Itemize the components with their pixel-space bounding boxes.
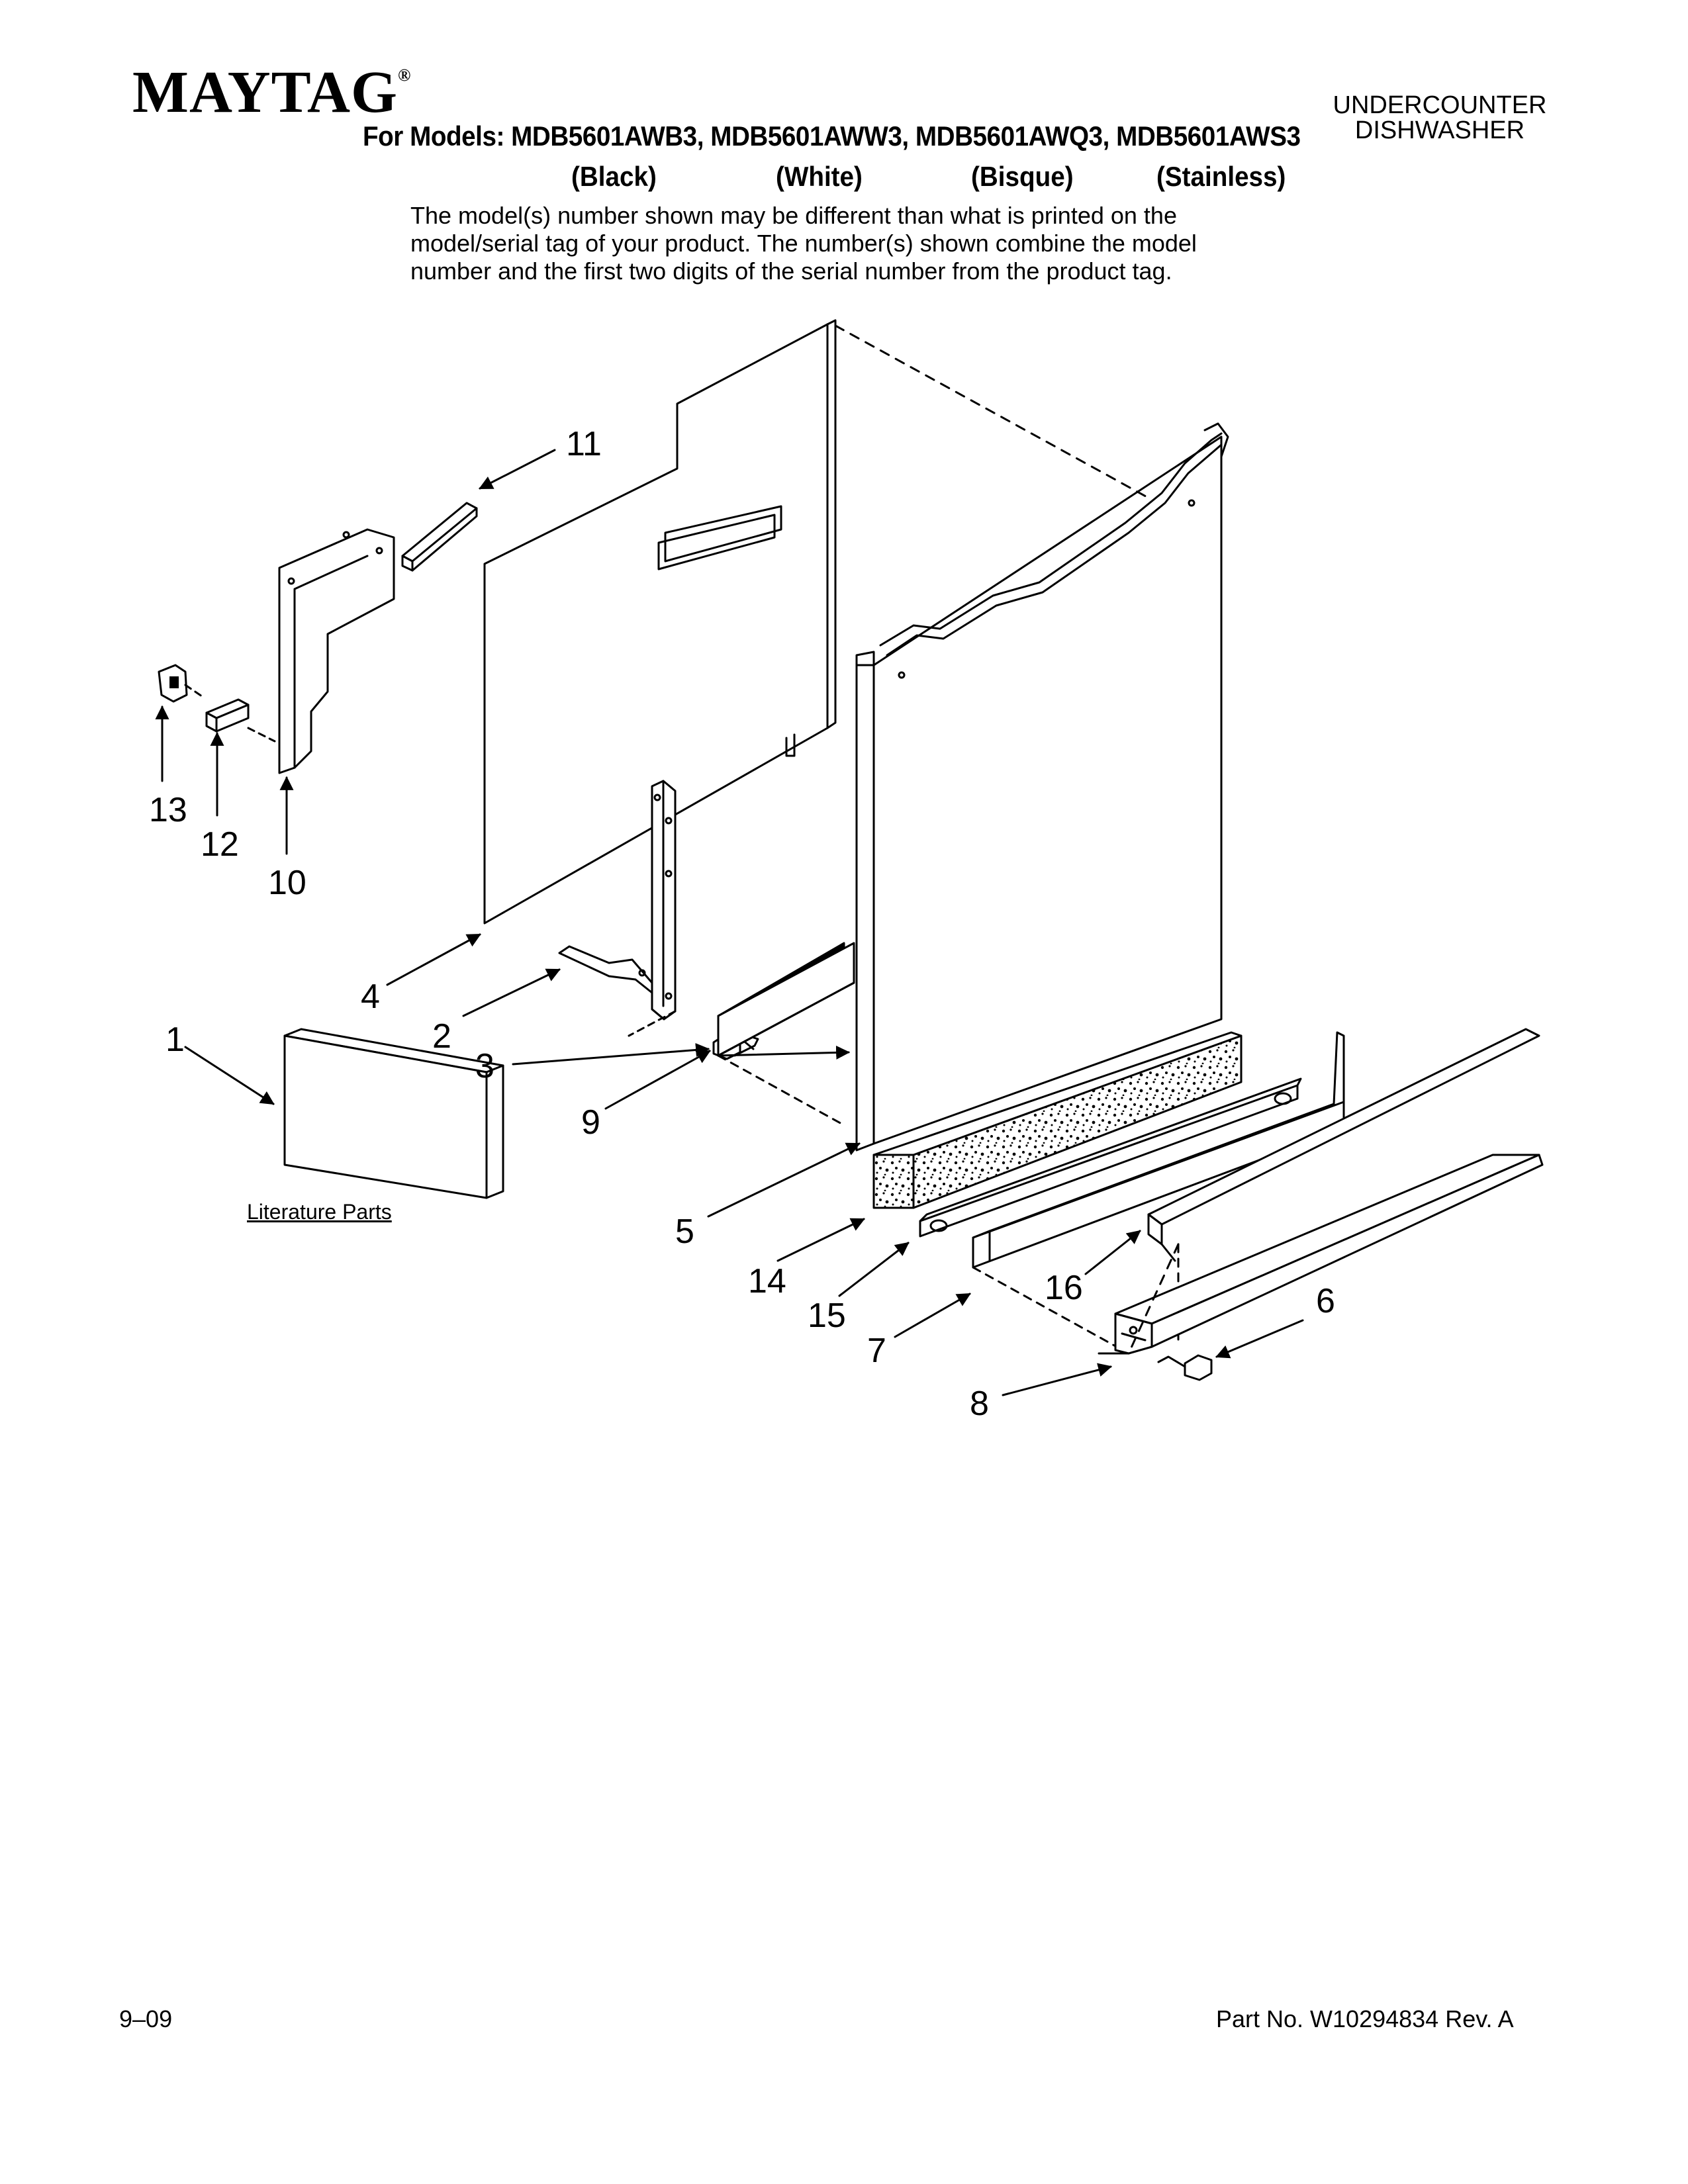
callout-7: 7 [867,1332,886,1370]
part-number: Part No. W10294834 Rev. A [1216,2005,1514,2032]
models-line: For Models: MDB5601AWB3, MDB5601AWW3, MD… [363,120,1301,152]
registered-mark: ® [398,66,412,85]
callout-1: 1 [165,1021,185,1059]
callout-3: 3 [475,1047,494,1085]
bracket-part [558,780,677,1037]
callout-14: 14 [748,1262,786,1300]
callout-15: 15 [808,1297,846,1335]
guide-lines [834,324,1180,1355]
product-type-line2: DISHWASHER [1354,116,1525,144]
screw-part-6 [1157,1354,1213,1381]
bar-part [919,1077,1302,1238]
callout-4: 4 [361,978,380,1016]
variant-stainless: (Stainless) [1156,161,1286,192]
notice-line: model/serial tag of your product. The nu… [410,230,1197,257]
callout-10: 10 [268,864,306,902]
model-notice: The model(s) number shown may be differe… [410,202,1337,285]
variant-white: (White) [776,161,863,192]
literature-part [283,1028,504,1199]
callout-12: 12 [201,825,239,864]
brand-name: MAYTAG [132,60,399,125]
callout-8: 8 [970,1385,989,1423]
strip-part [717,942,855,1126]
notice-line: number and the first two digits of the s… [410,257,1172,285]
brand-logo: MAYTAG® [132,63,411,122]
side-panel-part [483,319,837,925]
callout-6: 6 [1316,1282,1335,1320]
product-type: UNDERCOUNTER DISHWASHER [1331,93,1549,143]
callout-11: 11 [566,425,602,463]
callout-5: 5 [675,1212,694,1251]
product-type-line1: UNDERCOUNTER [1333,91,1547,119]
callout-2: 2 [432,1017,451,1056]
literature-parts-label: Literature Parts [247,1200,392,1224]
upper-left-parts [158,502,478,774]
flat-panel-part [1147,1028,1540,1342]
insulation-part [872,1031,1243,1209]
channel-part [972,1031,1345,1355]
callout-9: 9 [581,1103,600,1142]
callout-13: 13 [149,791,187,829]
angle-bracket-part [1098,1154,1544,1355]
callout-16: 16 [1045,1269,1083,1307]
cabinet-panel-part [855,422,1229,1152]
notice-line: The model(s) number shown may be differe… [410,202,1177,229]
variant-bisque: (Bisque) [971,161,1074,192]
revision-date: 9–09 [119,2005,173,2032]
variant-black: (Black) [571,161,657,192]
leader-arrows [155,449,1304,1396]
